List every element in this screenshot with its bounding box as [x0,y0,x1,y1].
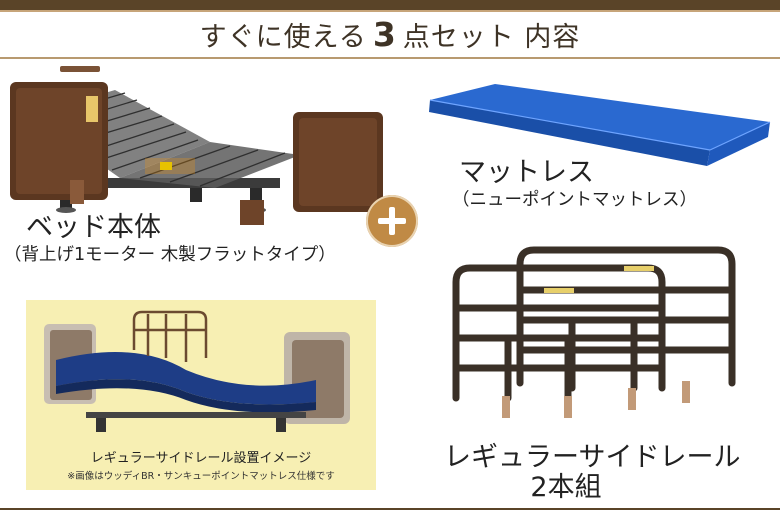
side-rail-name: レギュラーサイドレール [444,442,741,473]
install-image [44,310,350,432]
side-rail-quantity: 2本組 [530,472,602,503]
bed-image [10,66,383,225]
mattress-description: （ニューポイントマットレス） [452,190,697,210]
install-image-caption: レギュラーサイドレール設置イメージ [90,451,312,466]
title-suffix: 点セット 内容 [402,22,581,53]
title-number: 3 [372,15,397,54]
bottom-border [0,508,780,510]
title-prefix: すぐに使える [199,22,367,53]
install-image-note: ※画像はウッディBR・サンキューポイントマットレス仕様です [67,471,335,482]
top-border [0,0,780,10]
mattress-image [429,84,771,166]
bed-description: （背上げ1モーター 木製フラットタイプ） [4,245,336,265]
mattress-name: マットレス [459,157,594,188]
top-accent-line [0,10,780,12]
side-rails-image [452,246,736,418]
bed-name: ベッド本体 [26,212,161,243]
plus-icon [366,195,418,247]
install-image-panel: レギュラーサイドレール設置イメージ ※画像はウッディBR・サンキューポイントマッ… [26,300,376,490]
title-underline [0,57,780,59]
